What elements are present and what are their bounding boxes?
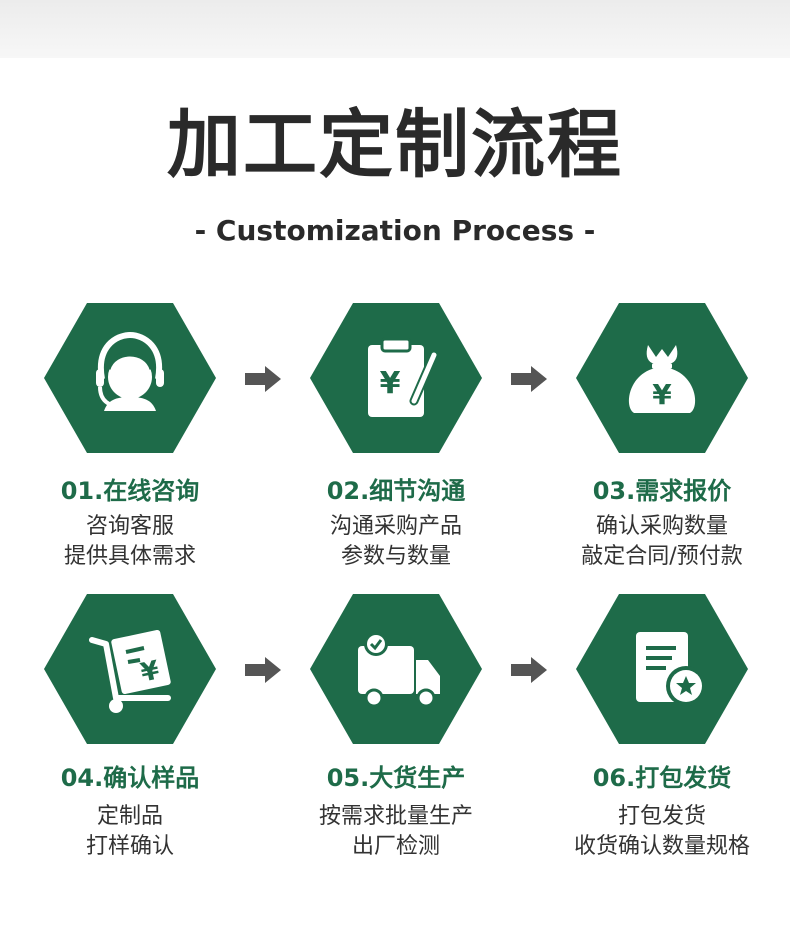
step-title: 02.细节沟通 — [326, 477, 466, 505]
arrow-right-icon — [245, 657, 281, 683]
step-description-line: 参数与数量 — [340, 544, 451, 569]
step-hexagon — [576, 594, 748, 744]
step-description-line: 咨询客服 — [85, 514, 174, 539]
cart-invoice-icon: ¥ — [89, 629, 171, 713]
step-title: 06.打包发货 — [592, 764, 732, 792]
step-description-line: 沟通采购产品 — [329, 514, 462, 539]
arrow-right-icon — [245, 366, 281, 392]
document-star-icon — [636, 632, 706, 706]
svg-text:¥: ¥ — [380, 366, 401, 401]
top-band — [0, 0, 790, 58]
money-bag-icon: ¥ — [628, 345, 696, 413]
delivery-truck-icon — [358, 632, 440, 708]
step-hexagon — [44, 303, 216, 453]
page-title: 加工定制流程 — [167, 102, 623, 188]
step-hexagon: ¥ — [576, 303, 748, 453]
clipboard-yen-icon: ¥ — [368, 337, 439, 417]
step-description-line: 出厂检测 — [351, 834, 440, 859]
step-description-line: 提供具体需求 — [63, 544, 196, 569]
step-title: 01.在线咨询 — [60, 477, 200, 505]
svg-text:¥: ¥ — [138, 655, 162, 688]
step-description-line: 定制品 — [96, 804, 163, 829]
step-description-line: 敲定合同/预付款 — [581, 544, 743, 569]
page-subtitle: - Customization Process - — [194, 214, 596, 247]
svg-text:¥: ¥ — [652, 378, 672, 411]
step-description-line: 打样确认 — [85, 834, 174, 859]
step-hexagon: ¥ — [44, 594, 216, 744]
step-title: 04.确认样品 — [60, 764, 200, 792]
step-hexagon — [310, 594, 482, 744]
arrow-right-icon — [511, 657, 547, 683]
headset-agent-icon — [96, 331, 164, 411]
step-title: 05.大货生产 — [326, 764, 466, 792]
step-description-line: 确认采购数量 — [595, 514, 728, 539]
arrow-right-icon — [511, 366, 547, 392]
step-title: 03.需求报价 — [592, 477, 732, 505]
step-description-line: 按需求批量生产 — [318, 804, 473, 829]
step-description-line: 打包发货 — [617, 804, 706, 829]
step-description-line: 收货确认数量规格 — [573, 834, 750, 859]
step-hexagon: ¥ — [310, 303, 482, 453]
